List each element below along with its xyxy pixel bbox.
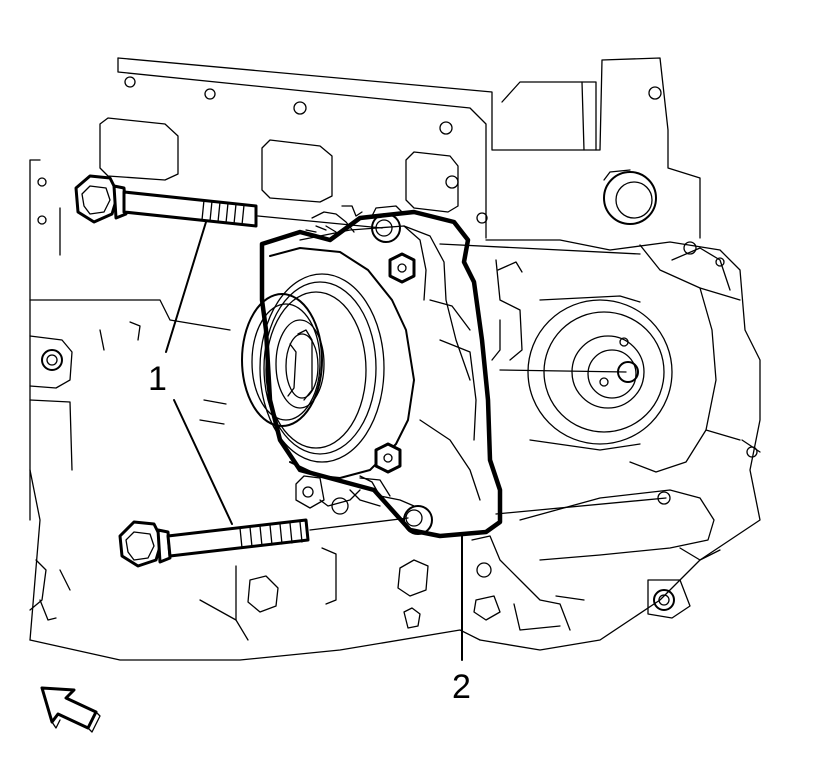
view-direction-arrow-icon — [40, 686, 101, 733]
oil-pump-assembly — [241, 205, 503, 539]
callout-pump-label: 2 — [452, 668, 471, 706]
callout-leaders — [165, 221, 667, 661]
bolt-lower — [118, 518, 310, 568]
engine-block — [29, 57, 761, 661]
callout-bolts-label: 1 — [148, 360, 167, 398]
bolt-upper-guide-line — [257, 215, 383, 229]
bolt-lower-guide-line — [309, 517, 409, 531]
bolt-upper — [74, 174, 258, 228]
